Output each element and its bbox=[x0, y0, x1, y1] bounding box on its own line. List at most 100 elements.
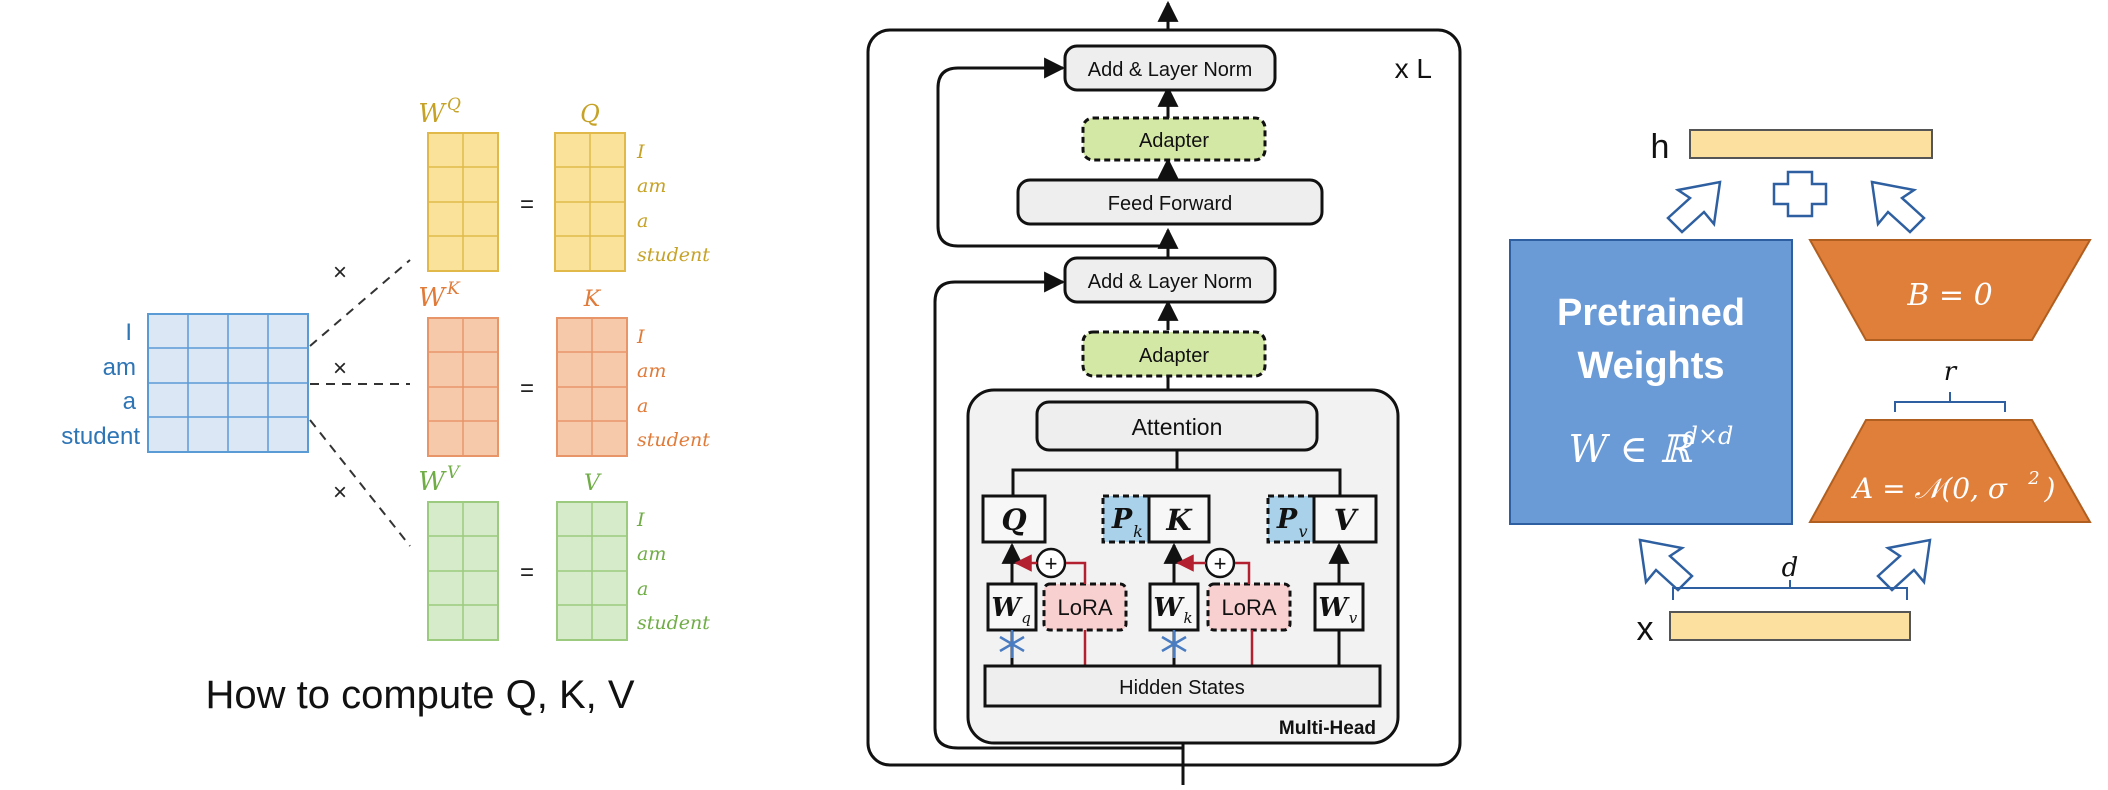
d-brace bbox=[1672, 580, 1908, 600]
result-v-label: V bbox=[584, 471, 602, 496]
result-q-token-3: a bbox=[637, 210, 648, 232]
weight-q-label: W bbox=[418, 99, 447, 129]
result-q-token-2: am bbox=[637, 175, 666, 197]
hidden-states-label: Hidden States bbox=[1119, 677, 1245, 699]
feed-forward-box bbox=[1016, 178, 1324, 226]
weight-k-matrix bbox=[427, 317, 499, 457]
lora-panel: h + Pretrained Weights W ∈ ℝ d×d B = 0 r… bbox=[1509, 128, 2092, 648]
equals-q: = bbox=[520, 191, 534, 218]
combine-plus-icon bbox=[1772, 170, 1828, 218]
lowrank-a-block bbox=[1808, 419, 2092, 523]
lora-k-path bbox=[1235, 561, 1251, 584]
qkv-row-q: W Q = Q I am a student bbox=[418, 95, 710, 272]
hidden-states-box bbox=[983, 664, 1382, 708]
pretrained-line2: Weights bbox=[1577, 345, 1724, 387]
connector-q bbox=[309, 259, 411, 347]
result-k-token-2: am bbox=[637, 360, 666, 382]
multi-head-label: Multi-Head bbox=[1279, 718, 1376, 739]
adapter-top-box bbox=[1081, 116, 1267, 162]
weight-v-matrix bbox=[427, 501, 499, 641]
b-formula: B = 0 bbox=[1906, 278, 1992, 313]
result-k-matrix bbox=[556, 317, 628, 457]
weight-q-sup: Q bbox=[447, 95, 461, 115]
result-k-token-4: student bbox=[637, 429, 710, 451]
repeat-label: x L bbox=[1395, 53, 1432, 84]
arrow-x-left-icon bbox=[1638, 538, 1694, 592]
v-box bbox=[1312, 494, 1378, 544]
lora-q-path bbox=[1066, 561, 1087, 584]
wq-label: W bbox=[991, 593, 1023, 623]
result-v-token-1: I bbox=[636, 509, 645, 531]
k-label: K bbox=[1165, 503, 1193, 537]
token-label-3: a bbox=[123, 388, 137, 415]
residual-bottom bbox=[933, 271, 1183, 750]
qkv-caption: How to compute Q, K, V bbox=[205, 673, 634, 717]
plus-node-q-label: + bbox=[1045, 551, 1058, 576]
weight-v-sup: V bbox=[447, 463, 461, 483]
pv-sub: v bbox=[1298, 522, 1307, 541]
token-label-2: am bbox=[103, 354, 136, 381]
qkv-row-k: W K = K I am a student bbox=[418, 279, 710, 457]
residual-top bbox=[936, 57, 1168, 248]
pk-sub: k bbox=[1133, 522, 1143, 541]
v-label: V bbox=[1334, 503, 1359, 537]
weight-v-label: W bbox=[418, 467, 447, 497]
arrow-up-left-icon bbox=[1666, 180, 1722, 234]
add-norm-top-box bbox=[1063, 44, 1277, 92]
adapter-bottom-box bbox=[1081, 330, 1267, 378]
adapter-bottom-label: Adapter bbox=[1139, 345, 1209, 367]
arrow-up-right-icon bbox=[1870, 180, 1926, 234]
times-sign-q: × bbox=[333, 259, 347, 286]
pretrained-line1: Pretrained bbox=[1557, 292, 1745, 334]
times-sign-k: × bbox=[333, 355, 347, 382]
x-label: x bbox=[1637, 610, 1654, 648]
result-q-token-4: student bbox=[637, 244, 710, 266]
pv-label: P bbox=[1276, 504, 1298, 535]
result-k-label: K bbox=[583, 287, 602, 312]
result-k-token-3: a bbox=[637, 395, 648, 417]
attention-label: Attention bbox=[1132, 414, 1223, 440]
wv-sub: v bbox=[1349, 609, 1358, 627]
x-vector bbox=[1669, 611, 1911, 641]
arrow-x-right-icon bbox=[1876, 538, 1932, 592]
times-sign-v: × bbox=[333, 479, 347, 506]
token-label-1: I bbox=[125, 319, 132, 346]
d-label: d bbox=[1782, 553, 1799, 583]
result-v-token-2: am bbox=[637, 543, 666, 565]
transformer-panel: x L Add & Layer Norm Adapter Feed Forwar… bbox=[866, 0, 1462, 785]
pretrained-weights-block bbox=[1509, 239, 1793, 525]
wq-sub: q bbox=[1021, 609, 1031, 627]
add-norm-bottom-box bbox=[1063, 256, 1277, 304]
wk-box bbox=[1148, 582, 1200, 632]
lora-k-label: LoRA bbox=[1221, 595, 1276, 620]
wk-sub: k bbox=[1183, 609, 1192, 627]
r-label: r bbox=[1944, 357, 1958, 387]
k-box bbox=[1147, 494, 1211, 544]
wv-label: W bbox=[1318, 593, 1350, 623]
plus-node-k-label: + bbox=[1214, 551, 1227, 576]
a-formula: A = 𝒩(0, σ bbox=[1850, 472, 2008, 505]
equals-v: = bbox=[520, 559, 534, 586]
pk-box bbox=[1101, 494, 1153, 544]
weight-formula: W ∈ ℝ bbox=[1569, 427, 1694, 471]
h-vector bbox=[1689, 129, 1933, 159]
feed-forward-label: Feed Forward bbox=[1108, 193, 1233, 215]
qkv-panel: I am a student × × × W Q bbox=[61, 95, 710, 717]
lowrank-b-block bbox=[1808, 239, 2092, 341]
frozen-snowflake-icon-2 bbox=[1161, 630, 1187, 658]
lora-q-label: LoRA bbox=[1057, 595, 1112, 620]
qkv-row-v: W V = V I am a student bbox=[418, 463, 710, 641]
add-norm-bottom-label: Add & Layer Norm bbox=[1088, 271, 1253, 293]
weight-k-label: W bbox=[418, 283, 447, 313]
a-formula-close: ) bbox=[2044, 472, 2056, 505]
result-v-matrix bbox=[556, 501, 628, 641]
a-formula-sup: 2 bbox=[2027, 468, 2039, 489]
result-v-token-4: student bbox=[637, 612, 710, 634]
equals-k: = bbox=[520, 375, 534, 402]
result-q-label: Q bbox=[580, 100, 600, 128]
q-box bbox=[981, 494, 1047, 544]
result-v-token-3: a bbox=[637, 578, 648, 600]
token-label-4: student bbox=[61, 423, 140, 450]
h-label: h bbox=[1651, 128, 1670, 166]
